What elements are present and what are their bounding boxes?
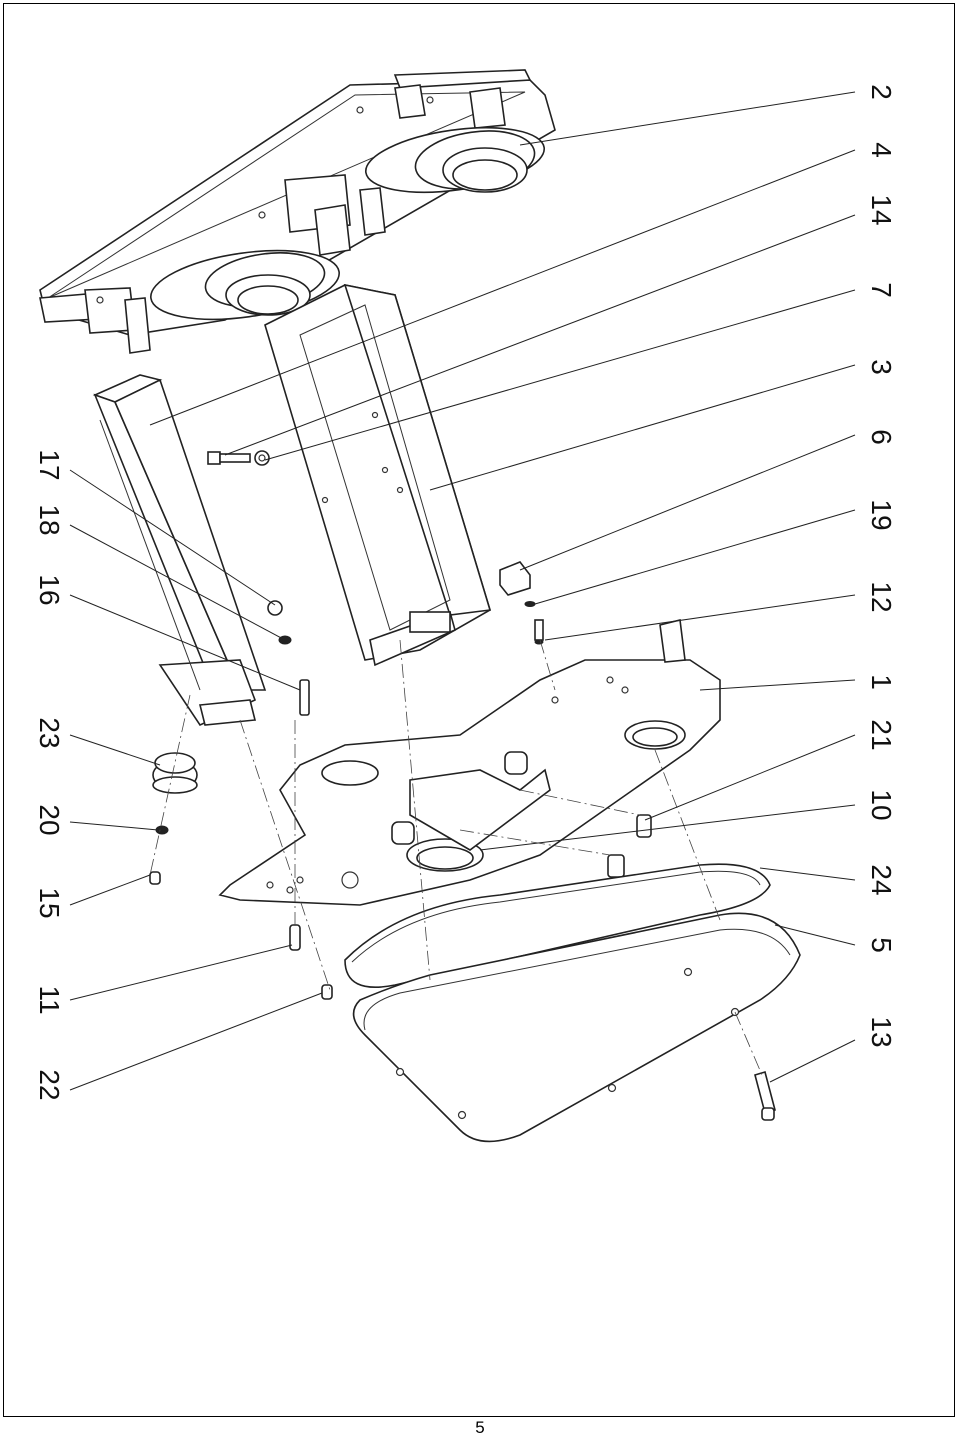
part-21-pin xyxy=(636,814,652,838)
callout-16: 16 xyxy=(34,574,65,605)
callout-6: 6 xyxy=(866,429,897,445)
callout-19: 19 xyxy=(866,499,897,530)
part-23-pulley xyxy=(152,752,198,794)
callout-4: 4 xyxy=(866,142,897,158)
page-frame xyxy=(3,3,955,1417)
part-1-base-plate xyxy=(218,619,721,906)
part-3-box-rail xyxy=(264,283,492,667)
part-5-cover xyxy=(352,912,801,1143)
callout-24: 24 xyxy=(866,864,897,895)
part-14-bolt xyxy=(207,451,251,465)
callout-21: 21 xyxy=(866,719,897,750)
callout-11: 11 xyxy=(34,985,65,1014)
callout-23: 23 xyxy=(34,717,65,748)
leader-lines xyxy=(69,91,856,1091)
callout-10: 10 xyxy=(866,789,897,820)
callout-14: 14 xyxy=(866,194,897,225)
callout-15: 15 xyxy=(34,887,65,918)
callout-1: 1 xyxy=(866,674,897,690)
callout-17: 17 xyxy=(34,449,65,480)
callout-22: 22 xyxy=(34,1069,65,1100)
callout-5: 5 xyxy=(866,937,897,953)
part-4-rail xyxy=(92,374,267,727)
part-13-bolt xyxy=(754,1070,776,1121)
part-15-screw xyxy=(149,871,161,885)
part-11-screw xyxy=(289,924,301,951)
page-number: 5 xyxy=(475,1418,485,1437)
part-10-screw xyxy=(607,854,625,878)
part-6-block xyxy=(499,561,531,596)
part-19-washer xyxy=(524,601,536,607)
callout-20: 20 xyxy=(34,804,65,835)
callouts-right: 2 4 14 7 3 6 19 12 1 21 10 24 5 13 xyxy=(866,84,897,1047)
part-24-belt xyxy=(344,863,771,989)
callout-7: 7 xyxy=(866,282,897,298)
part-17-nut xyxy=(267,600,283,616)
part-2-top-plate xyxy=(39,69,556,354)
callout-18: 18 xyxy=(34,504,65,535)
assembly-axes xyxy=(149,639,763,1076)
callouts-left: 17 18 16 23 20 15 11 22 xyxy=(34,449,65,1100)
part-7-washer xyxy=(254,450,270,466)
callout-2: 2 xyxy=(866,84,897,100)
callout-13: 13 xyxy=(866,1016,897,1047)
part-16-screw xyxy=(299,679,310,716)
callout-3: 3 xyxy=(866,359,897,375)
part-22-pin xyxy=(321,984,333,1000)
callout-12: 12 xyxy=(866,581,897,612)
part-12-screw xyxy=(534,619,544,645)
